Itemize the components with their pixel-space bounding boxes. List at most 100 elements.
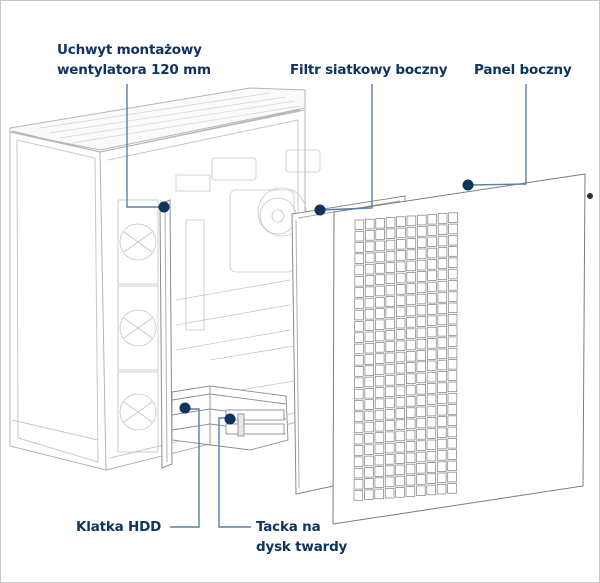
vent-cell <box>426 462 437 473</box>
vent-cell <box>406 362 416 373</box>
vent-cell <box>427 214 437 225</box>
fan-mount-bracket <box>159 199 173 469</box>
vent-cell <box>437 337 447 348</box>
vent-cell <box>447 426 457 438</box>
leader-hdd-tray <box>218 417 251 528</box>
vent-cell <box>395 475 405 487</box>
rear-fan <box>259 197 297 235</box>
vent-cell <box>375 308 385 319</box>
vent-cell <box>385 217 396 228</box>
vent-cell <box>395 464 405 476</box>
vent-cell <box>448 280 458 291</box>
vent-cell <box>426 439 437 451</box>
vent-cell <box>436 472 447 484</box>
vent-cell <box>385 307 396 318</box>
vent-cell <box>353 490 364 501</box>
vent-cell <box>364 410 374 422</box>
vent-cell <box>354 388 364 400</box>
vent-cell <box>416 271 427 282</box>
vent-cell <box>406 272 416 283</box>
vent-cell <box>416 384 426 395</box>
vent-cell <box>406 294 416 306</box>
vent-cell <box>364 421 374 433</box>
vent-cell <box>426 360 437 372</box>
vent-cell <box>384 476 395 488</box>
vent-cell <box>385 341 395 352</box>
vent-cell <box>405 452 416 463</box>
vent-cell <box>375 240 385 252</box>
vent-cell <box>395 351 406 363</box>
vent-cell <box>385 375 395 386</box>
vent-cell <box>354 230 365 242</box>
vent-cell <box>364 444 374 455</box>
vent-cell <box>447 313 458 325</box>
vent-cell <box>354 219 365 231</box>
vent-cell <box>406 373 416 384</box>
vent-cell <box>437 393 447 405</box>
vent-cell <box>436 483 447 495</box>
vent-cell <box>406 283 416 294</box>
vent-cell <box>416 248 427 260</box>
vent-cell <box>375 342 385 353</box>
vent-cell <box>395 340 406 351</box>
vent-cell <box>354 309 364 321</box>
vent-cell <box>437 427 447 438</box>
vent-cell <box>427 236 437 248</box>
vent-cell <box>385 409 395 420</box>
vent-cell <box>447 404 458 415</box>
vent-cell <box>385 397 395 409</box>
vent-cell <box>374 454 385 466</box>
vent-cell <box>427 326 437 338</box>
vent-cell <box>437 438 447 450</box>
vent-cell <box>384 465 395 476</box>
vent-cell <box>447 392 458 404</box>
vent-cell <box>416 338 427 350</box>
vent-cell <box>437 224 448 235</box>
vent-cell <box>354 366 364 377</box>
vent-cell <box>448 268 458 280</box>
case-front-face <box>9 131 107 471</box>
vent-cell <box>395 295 406 306</box>
vent-cell <box>395 442 405 453</box>
vent-cell <box>437 359 447 371</box>
vent-cell <box>427 259 437 270</box>
vent-cell <box>395 419 406 430</box>
vent-cell <box>395 363 406 374</box>
vent-cell <box>354 377 364 388</box>
vent-cell <box>385 262 396 273</box>
vent-cell <box>437 280 448 292</box>
vent-cell <box>426 405 437 417</box>
vent-cell <box>416 350 427 361</box>
vent-cell <box>354 287 364 298</box>
vent-cell <box>374 477 385 488</box>
vent-cell <box>416 451 426 463</box>
label-hdd-tray-line2: dysk twardy <box>256 539 348 555</box>
vent-cell <box>405 407 416 418</box>
vent-cell <box>448 212 458 223</box>
leader-side-panel <box>467 84 527 186</box>
vent-cell <box>416 395 426 406</box>
vent-cell <box>374 387 385 398</box>
vent-cell <box>416 440 426 451</box>
vent-cell <box>437 258 448 269</box>
vent-cell <box>364 320 375 331</box>
vent-cell <box>395 430 405 442</box>
vent-cell <box>405 441 416 452</box>
vent-cell <box>447 347 458 359</box>
side-panel-vent-grid <box>353 212 458 501</box>
vent-cell <box>384 487 395 499</box>
fan-3-hub <box>119 393 157 431</box>
vent-cell <box>437 213 448 224</box>
vent-cell <box>354 253 365 264</box>
vent-cell <box>354 242 365 253</box>
dot-hdd-tray <box>224 413 236 425</box>
vent-cell <box>374 432 385 443</box>
vent-cell <box>353 467 364 479</box>
vent-cell <box>375 251 385 263</box>
vent-cell <box>437 247 448 258</box>
vent-cell <box>375 285 385 297</box>
vent-cell <box>406 339 416 351</box>
label-fan-bracket: Uchwyt montażowy wentylatora 120 mm <box>57 40 211 80</box>
leader-mesh-filter <box>319 84 373 211</box>
vent-cell <box>416 361 427 372</box>
